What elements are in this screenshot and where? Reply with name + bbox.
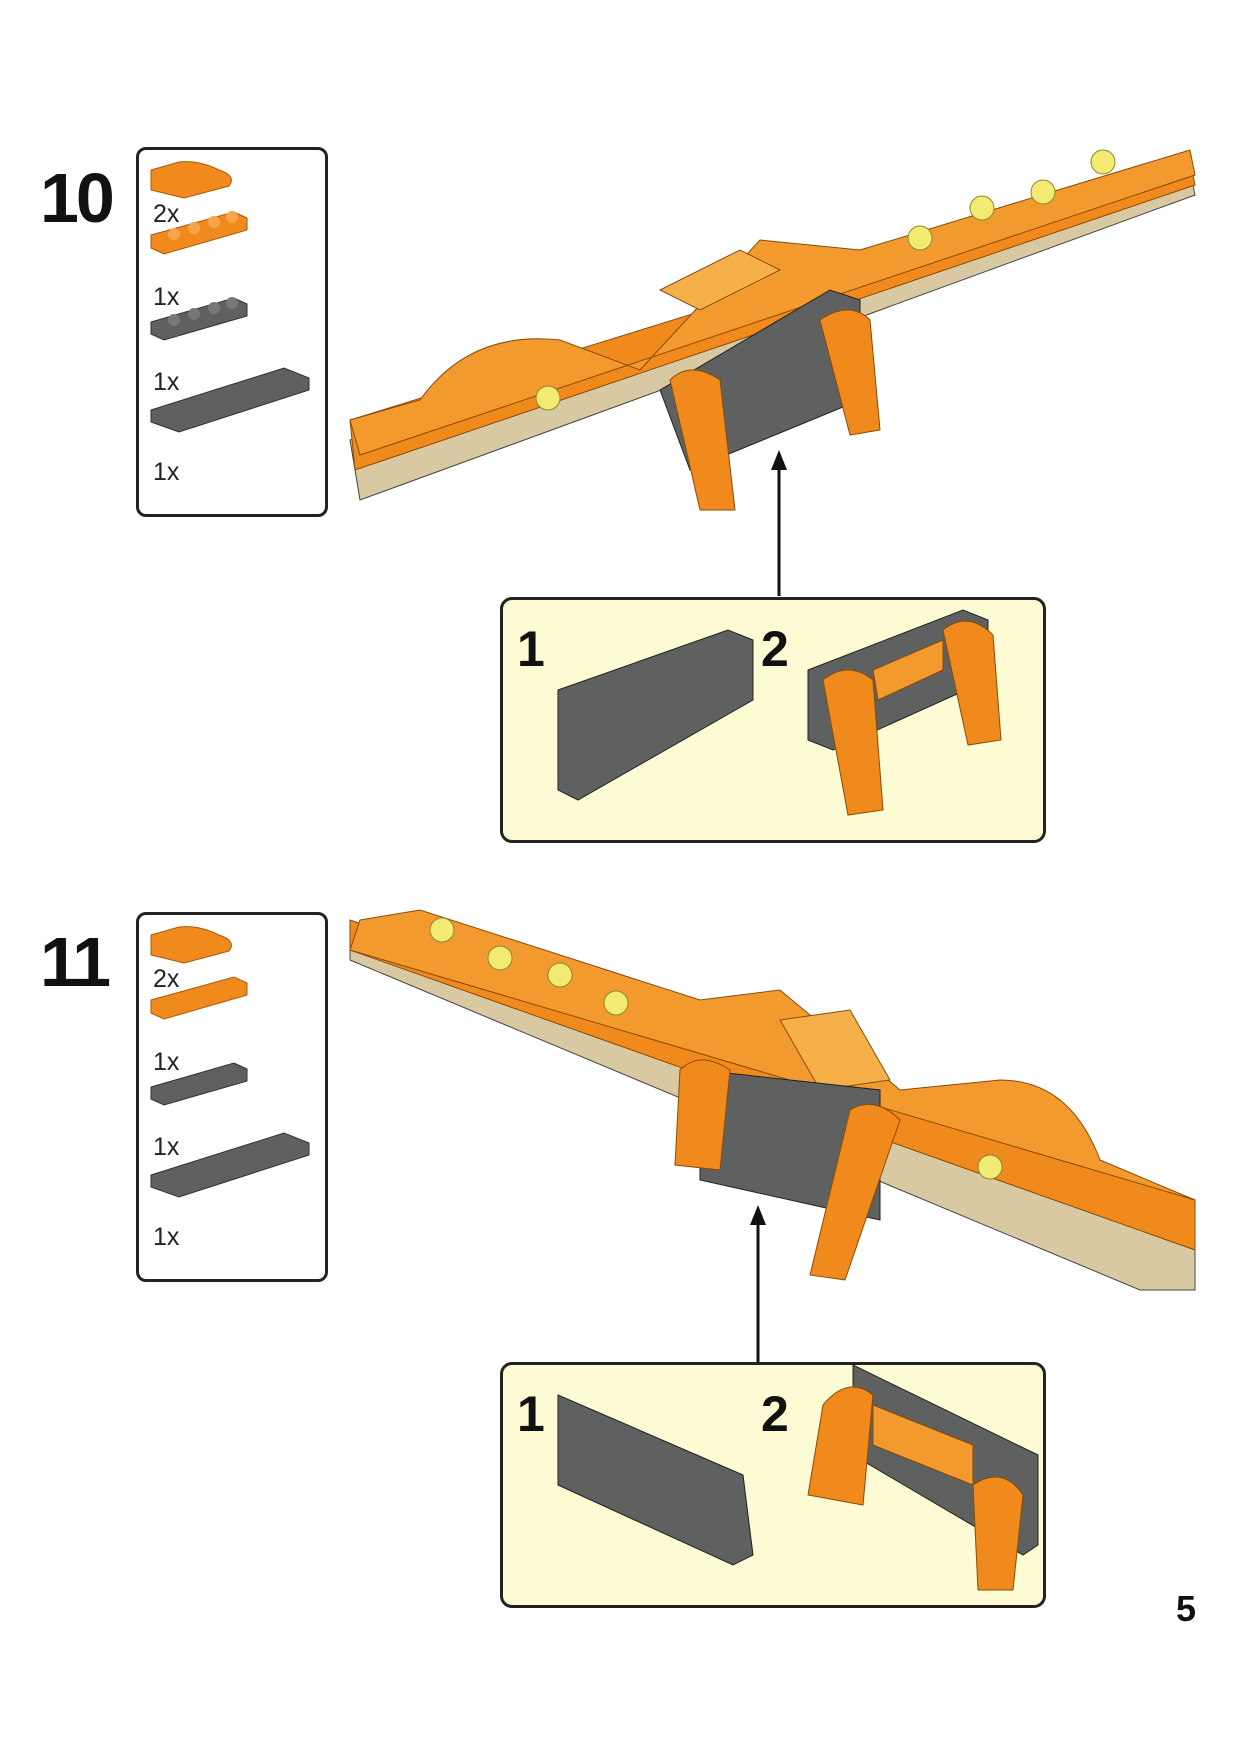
callout-illustrations xyxy=(557,609,1002,816)
model-step-10 xyxy=(349,149,1196,511)
part-qty: 1x xyxy=(153,1048,180,1076)
substep-number: 2 xyxy=(761,621,789,677)
orange-plate-1x4-icon xyxy=(150,976,248,1020)
parts-list-step-11: 2x 1x 1x 1x xyxy=(136,912,328,1282)
dark-plate-2x6-icon xyxy=(150,367,310,433)
arch-subassembly-icon xyxy=(807,1364,1039,1591)
orange-plate-1x4-icon xyxy=(150,211,248,255)
substep-number: 2 xyxy=(761,1386,789,1442)
part-qty: 1x xyxy=(153,458,180,486)
parts-list-step-10: 2x 1x 1x 1x xyxy=(136,147,328,517)
arch-subassembly-icon xyxy=(807,609,1002,816)
arrow-step-10 xyxy=(771,450,787,596)
curved-slope-part-icon xyxy=(150,926,232,964)
page-number: 5 xyxy=(1176,1588,1197,1629)
part-qty: 1x xyxy=(153,368,180,396)
dark-plate-1x4-icon xyxy=(150,1062,248,1106)
step-number-11: 11 xyxy=(40,923,111,1001)
arrow-step-11 xyxy=(750,1205,766,1362)
callout-step-10: 1 2 xyxy=(500,597,1046,843)
dark-plate-2x6-icon xyxy=(150,1132,310,1198)
callout-illustrations xyxy=(557,1364,1039,1591)
substep-number: 1 xyxy=(517,621,545,677)
step-number-10: 10 xyxy=(40,159,115,237)
part-qty: 1x xyxy=(153,1133,180,1161)
parts-icons xyxy=(150,161,310,433)
dark-plate-2x6-icon xyxy=(557,1394,754,1566)
dark-plate-1x4-icon xyxy=(150,297,248,341)
substep-number: 1 xyxy=(517,1386,545,1442)
part-qty: 1x xyxy=(153,1223,180,1251)
curved-slope-part-icon xyxy=(150,161,232,199)
callout-step-11: 1 2 xyxy=(500,1362,1046,1608)
parts-icons xyxy=(150,926,310,1198)
part-qty: 2x xyxy=(153,965,180,993)
part-qty: 1x xyxy=(153,283,180,311)
part-qty: 2x xyxy=(153,200,180,228)
dark-plate-2x6-icon xyxy=(557,629,754,801)
model-step-11 xyxy=(349,909,1196,1291)
